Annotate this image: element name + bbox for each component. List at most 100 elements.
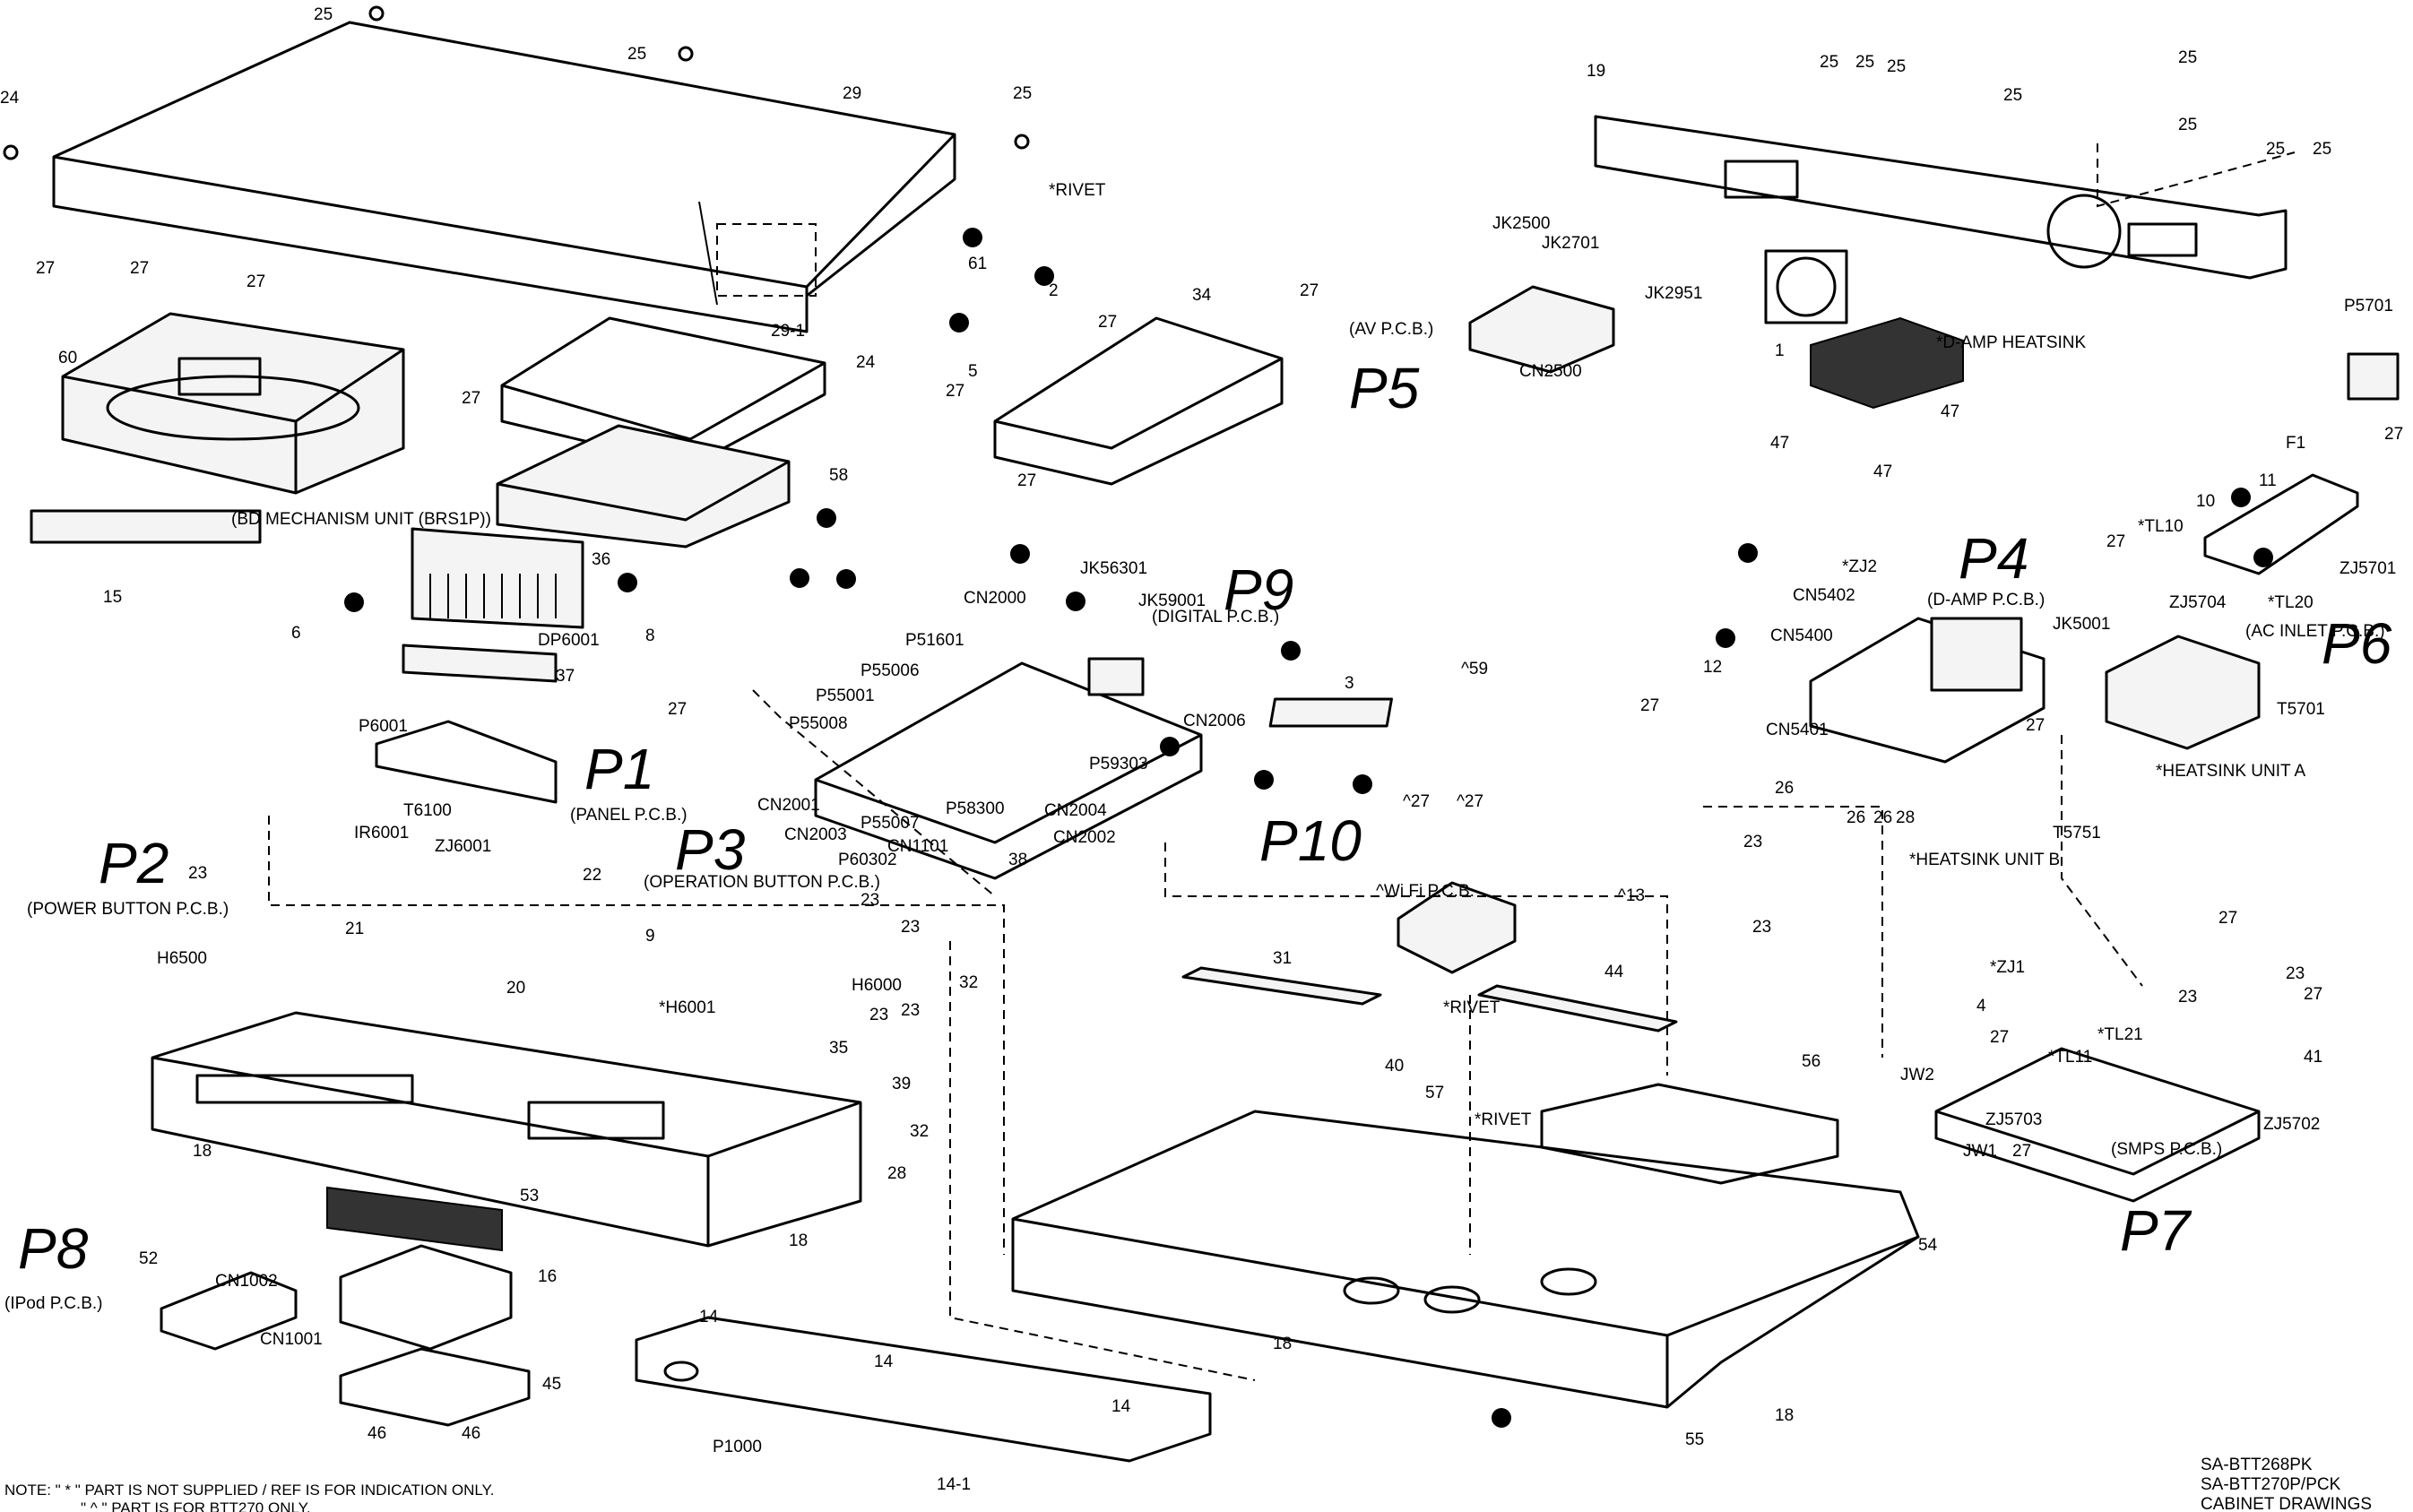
marker-e: e bbox=[1738, 543, 1758, 563]
callout-58: 58 bbox=[829, 466, 848, 485]
panel-pcb bbox=[375, 720, 558, 804]
callout-55: 54 bbox=[1918, 1236, 1938, 1255]
smps-pcb bbox=[1934, 1047, 2261, 1203]
callout-27-caret: ^27 bbox=[1457, 792, 1483, 811]
marker-j: j bbox=[1254, 770, 1274, 790]
section-label-p2: P2 bbox=[99, 831, 169, 895]
marker-m: m bbox=[2253, 548, 2273, 567]
svg-text:g: g bbox=[969, 231, 975, 244]
card-slot-36 bbox=[411, 527, 584, 629]
callout-8: 8 bbox=[645, 626, 655, 645]
callout-28: 28 bbox=[1896, 808, 1915, 827]
callout-27: 27 bbox=[36, 259, 55, 278]
callout-zj5701: ZJ5701 bbox=[2339, 559, 2396, 578]
holder-45 bbox=[339, 1244, 513, 1351]
callout-f1: F1 bbox=[2286, 434, 2305, 453]
callout-jw1: JW1 bbox=[1963, 1142, 1997, 1161]
callout-27: 27 bbox=[2218, 909, 2237, 928]
callout-cn2500: CN2500 bbox=[1519, 362, 1582, 381]
model-line-3: CABINET DRAWINGS bbox=[2201, 1495, 2372, 1512]
callout-20: 20 bbox=[506, 979, 525, 998]
callout-27: 27 bbox=[1098, 313, 1117, 332]
callout-ir6001: IR6001 bbox=[354, 824, 409, 842]
callout-61: 61 bbox=[968, 255, 987, 273]
callout-2: 2 bbox=[1049, 281, 1059, 300]
callout-25: 25 bbox=[1820, 53, 1838, 72]
bracket-34 bbox=[993, 316, 1284, 486]
section-label-p4: P4 bbox=[1959, 526, 2028, 591]
model-line-1: SA-BTT268PK bbox=[2201, 1456, 2313, 1474]
callout-14-1: 14 bbox=[874, 1352, 894, 1371]
section-label-p5: P5 bbox=[1349, 356, 1420, 420]
ac-inlet-pcb bbox=[2203, 352, 2400, 575]
callout-d-amp-heatsink: *D-AMP HEATSINK bbox=[1936, 333, 2086, 352]
ac-inlet-pcb-label: (AC INLET P.C.B.) bbox=[2245, 622, 2385, 641]
callout-cn2004: CN2004 bbox=[1044, 801, 1107, 820]
callout-cn5401: CN5401 bbox=[1766, 721, 1829, 739]
callout-cn1001: CN1002 bbox=[215, 1272, 278, 1291]
callout-jk5001: JK5001 bbox=[2053, 615, 2110, 634]
bar-44 bbox=[1181, 966, 1382, 1006]
callout-jk59001: JK59001 bbox=[1138, 592, 1206, 610]
callout-18: 28 bbox=[887, 1164, 906, 1183]
callout-28: 32 bbox=[959, 973, 978, 992]
callout-rivet: *RIVET bbox=[1475, 1110, 1532, 1129]
callout-rivet: *RIVET bbox=[1443, 998, 1501, 1017]
note-line-1: NOTE: " * " PART IS NOT SUPPLIED / REF I… bbox=[4, 1482, 494, 1499]
callout-27: 27 bbox=[1990, 1028, 2009, 1047]
marker-n: n bbox=[817, 508, 836, 528]
callout-14-1: 14 bbox=[1111, 1397, 1131, 1416]
callout-jk2701: JK2701 bbox=[1542, 234, 1599, 253]
callout-34: 34 bbox=[1192, 286, 1212, 305]
callout-27: 27 bbox=[130, 259, 149, 278]
callout-zj1: *ZJ1 bbox=[1990, 958, 2025, 977]
svg-text:i: i bbox=[626, 576, 628, 589]
callout-tl11: *TL11 bbox=[2048, 1048, 2092, 1067]
callout-23: 23 bbox=[2286, 964, 2305, 983]
chassis bbox=[1011, 1083, 1920, 1409]
callout-5: 5 bbox=[968, 362, 978, 381]
callout-p6001: P6001 bbox=[359, 717, 408, 736]
bd-mechanism-label: (BD MECHANISM UNIT (BRS1P)) bbox=[231, 510, 491, 529]
panel-pcb-label: (PANEL P.C.B.) bbox=[570, 806, 688, 825]
callout-p60302: P60302 bbox=[838, 851, 897, 869]
callout-cn2002: CN2002 bbox=[1053, 828, 1116, 847]
callout-39: 39 bbox=[892, 1075, 911, 1093]
svg-text:e: e bbox=[1745, 547, 1751, 559]
rear-panel bbox=[1594, 115, 2288, 280]
callout-41: 41 bbox=[2304, 1048, 2322, 1067]
callout-25: 25 bbox=[1887, 57, 1906, 76]
callout-12: 12 bbox=[1703, 658, 1722, 677]
callout-h6000: H6000 bbox=[852, 976, 902, 995]
callout-36: 36 bbox=[592, 550, 610, 569]
callout-cn2001: CN2001 bbox=[757, 796, 820, 815]
model-line-2: SA-BTT270P/PCK bbox=[2201, 1475, 2341, 1494]
callout-tl21: *TL21 bbox=[2097, 1025, 2143, 1044]
assembly-guides bbox=[268, 143, 2296, 1381]
callout-13: ^13 bbox=[1618, 886, 1645, 905]
svg-text:c: c bbox=[1288, 644, 1294, 657]
callout-cn1101: CN1101 bbox=[887, 837, 948, 856]
d-amp-pcb bbox=[1809, 617, 2045, 764]
callout-jk2951: JK2951 bbox=[1645, 284, 1702, 303]
callout-37: 37 bbox=[556, 667, 575, 686]
callout-p5701: P5701 bbox=[2344, 297, 2393, 315]
callout-p58300: P58300 bbox=[946, 799, 1005, 818]
callout-p51601: P51601 bbox=[905, 631, 964, 650]
marker-k: k bbox=[1716, 628, 1735, 648]
marker-s: s bbox=[1492, 1408, 1511, 1428]
callout-6: 6 bbox=[291, 624, 301, 643]
callout-16: 53 bbox=[520, 1187, 539, 1205]
bar-40 bbox=[1477, 984, 1678, 1032]
callout-9: 9 bbox=[645, 927, 655, 946]
pcb-labels: (PANEL P.C.B.) (POWER BUTTON P.C.B.) (OP… bbox=[27, 510, 1279, 919]
callout-3: 3 bbox=[1345, 674, 1354, 693]
callout-25: 25 bbox=[2003, 86, 2022, 105]
callout-10: 10 bbox=[2196, 492, 2215, 511]
callout-zj6001: ZJ6001 bbox=[435, 837, 491, 856]
digital-pcb-label: (DIGITAL P.C.B.) bbox=[1152, 608, 1279, 626]
callout-46: 45 bbox=[542, 1375, 561, 1394]
callout-52: 46 bbox=[462, 1424, 480, 1443]
svg-text:o: o bbox=[796, 572, 802, 584]
callout-45: 16 bbox=[538, 1267, 557, 1286]
